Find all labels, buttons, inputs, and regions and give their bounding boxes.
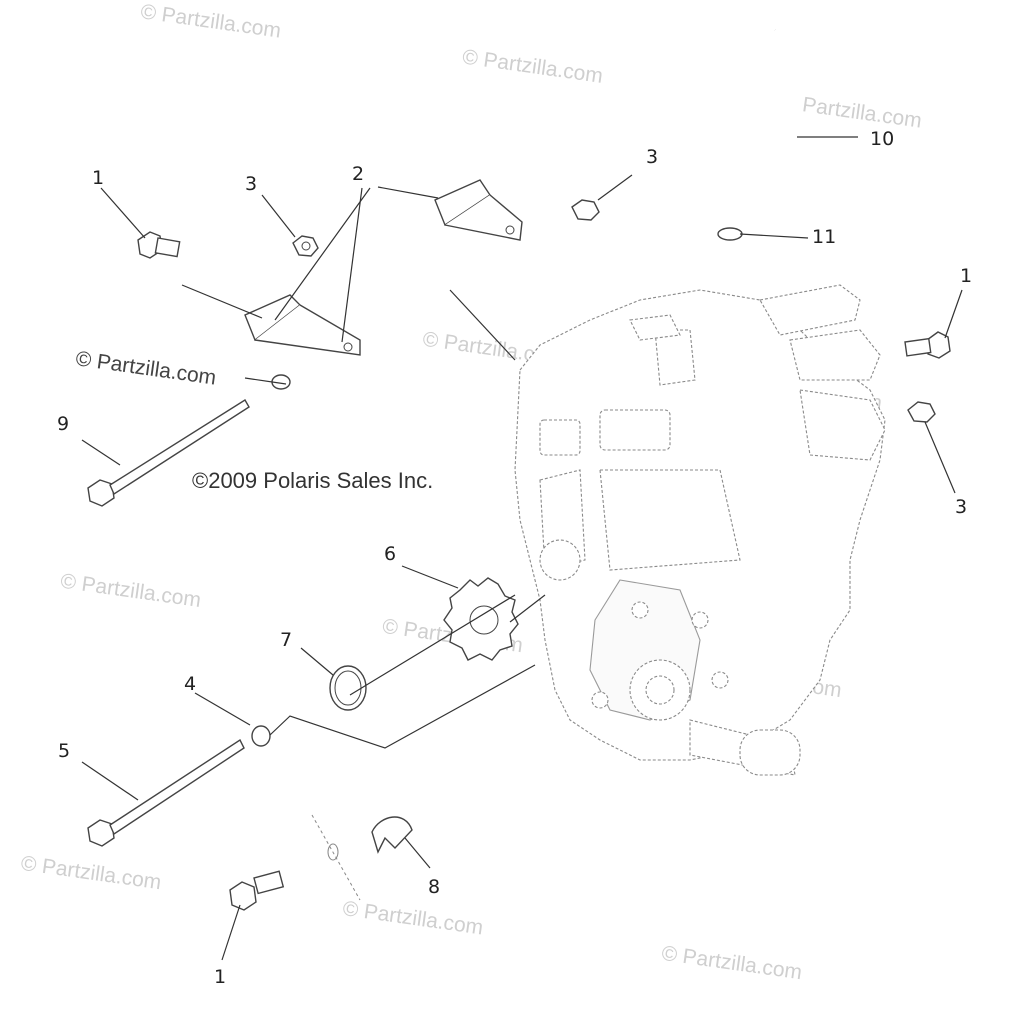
leader-lines: [81, 136, 963, 961]
watermark: © Partzilla.com: [139, 0, 282, 42]
hose-clamp: [717, 227, 743, 241]
callout-1: 1: [960, 265, 972, 287]
nut-right: [907, 401, 936, 423]
callout-7: 7: [280, 629, 292, 651]
bracket-left: [244, 294, 361, 356]
partzilla-stamp: © Partzilla.com: [74, 347, 217, 389]
watermark: © Partzilla.com: [19, 852, 162, 894]
copyright-text: ©2009 Polaris Sales Inc.: [192, 468, 433, 493]
bolt-bottom: [229, 870, 285, 911]
bolt-right: [904, 331, 951, 359]
nut-upper-center: [571, 199, 600, 221]
callout-1: 1: [214, 966, 226, 988]
shim: [371, 816, 413, 854]
callout-9: 9: [57, 413, 69, 435]
callout-2: 2: [352, 163, 364, 185]
callout-10: 10: [870, 128, 894, 150]
retaining-ring: [329, 665, 367, 711]
callout-3: 3: [955, 496, 967, 518]
watermark: © Partzilla.com: [660, 942, 803, 984]
watermark: © Partzilla.com: [780, 90, 923, 132]
watermark: © Partzilla.com: [341, 897, 484, 939]
nut-upper-left: [292, 235, 319, 257]
callout-3: 3: [245, 173, 257, 195]
watermark: © Partzilla.com: [461, 45, 604, 87]
washer-part-4: [251, 725, 271, 747]
callout-6: 6: [384, 543, 396, 565]
callout-1: 1: [92, 167, 104, 189]
bracket-upper: [434, 179, 523, 241]
gearcase-housing: [514, 284, 886, 776]
callout-3: 3: [646, 146, 658, 168]
bolt-upper-left: [137, 231, 181, 259]
watermark: © Partzilla.com: [59, 570, 202, 612]
callout-4: 4: [184, 673, 196, 695]
callout-8: 8: [428, 876, 440, 898]
sprocket: [443, 577, 519, 661]
long-bolt-upper: [87, 399, 250, 507]
long-bolt-lower: [87, 738, 245, 847]
callout-11: 11: [812, 226, 836, 248]
callout-5: 5: [58, 740, 70, 762]
callout-labels: 1 3 2 3 10 11 1 3 9 6 7 4 5 8 1: [57, 128, 972, 988]
